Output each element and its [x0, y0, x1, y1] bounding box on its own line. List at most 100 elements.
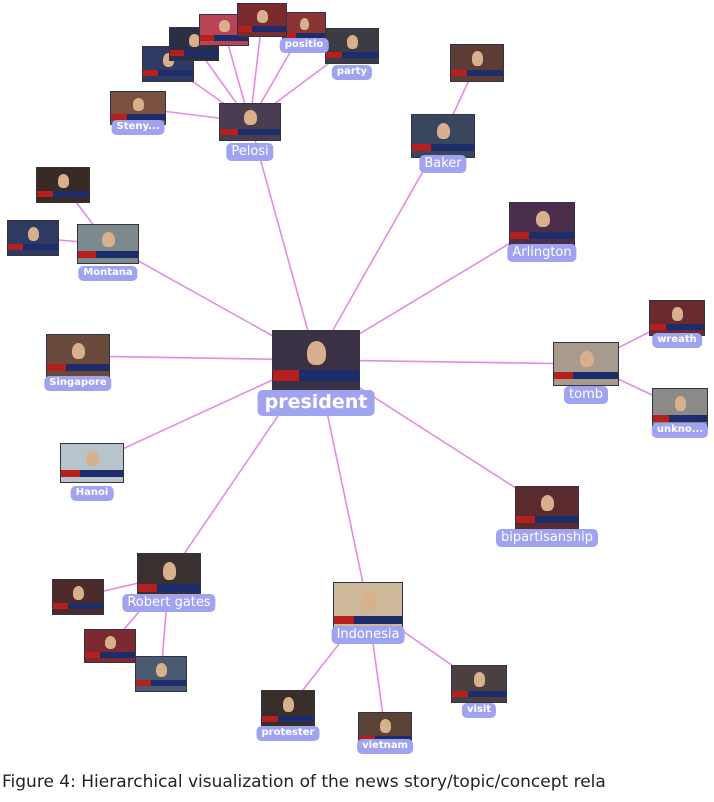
thumbnail-banner-accent [412, 143, 431, 152]
node-thumbnail-arlington[interactable] [509, 202, 575, 246]
thumbnail-figure [57, 174, 70, 188]
thumbnail-banner [283, 33, 325, 39]
node-label-tomb[interactable]: tomb [564, 386, 608, 405]
thumbnail-banner [170, 49, 218, 56]
node-thumbnail-party[interactable] [325, 28, 379, 64]
thumbnail-banner [653, 414, 707, 422]
thumbnail-banner [47, 363, 109, 372]
thumbnail-banner-accent [554, 371, 574, 380]
thumbnail-banner [510, 231, 574, 240]
thumbnail-banner [412, 143, 474, 152]
thumbnail-figure [132, 97, 145, 111]
node-label-protester[interactable]: protester [256, 726, 320, 741]
thumbnail-banner-accent [653, 414, 670, 422]
node-thumbnail-hanoi[interactable] [60, 443, 124, 483]
thumbnail-banner [53, 603, 103, 610]
edge-president-pelosi [249, 121, 317, 361]
thumbnail-figure [28, 227, 39, 241]
node-thumbnail-robert_gates[interactable] [137, 553, 201, 599]
thumbnail-banner [334, 615, 402, 625]
node-thumbnail-montana[interactable] [77, 224, 139, 264]
thumbnail-figure [436, 122, 451, 140]
thumbnail-banner-accent [510, 231, 530, 240]
thumbnail-figure [379, 719, 392, 733]
thumbnail-banner-accent [650, 324, 667, 331]
node-label-singapore[interactable]: Singapore [44, 376, 112, 391]
thumbnail-banner-accent [273, 370, 299, 381]
node-thumbnail-rg_c[interactable] [135, 656, 187, 692]
node-thumbnail-bipartisanship[interactable] [515, 486, 579, 530]
thumbnail-banner-accent [78, 250, 96, 258]
thumbnail-figure [156, 663, 167, 677]
node-thumbnail-protester[interactable] [261, 690, 315, 728]
node-thumbnail-baker[interactable] [411, 114, 475, 158]
node-thumbnail-rg_a[interactable] [52, 579, 104, 615]
thumbnail-banner-accent [200, 35, 215, 41]
node-label-hanoi[interactable]: Hanoi [70, 486, 114, 501]
node-thumbnail-pelosi_d[interactable] [237, 3, 287, 37]
node-thumbnail-president[interactable] [272, 330, 360, 390]
thumbnail-figure [189, 33, 200, 47]
thumbnail-banner [262, 715, 314, 722]
node-label-steny[interactable]: Steny... [111, 120, 165, 135]
node-label-wreath[interactable]: wreath [652, 333, 702, 348]
node-thumbnail-singapore[interactable] [46, 334, 110, 378]
node-thumbnail-baker_a[interactable] [450, 44, 504, 82]
thumbnail-banner-accent [262, 715, 278, 722]
node-label-party[interactable]: party [331, 65, 373, 80]
node-label-visit[interactable]: visit [461, 703, 497, 718]
thumbnail-figure [73, 586, 84, 600]
thumbnail-figure [219, 20, 230, 33]
thumbnail-figure [671, 307, 684, 321]
node-label-robert_gates[interactable]: Robert gates [122, 594, 216, 613]
node-label-indonesia[interactable]: Indonesia [331, 626, 405, 645]
edge-president-baker [315, 135, 444, 361]
thumbnail-banner [220, 128, 280, 135]
node-label-president[interactable]: president [257, 390, 375, 416]
node-thumbnail-rg_b[interactable] [84, 629, 136, 663]
node-label-position[interactable]: positio [279, 38, 329, 53]
node-thumbnail-montana_b[interactable] [7, 220, 59, 256]
thumbnail-banner-accent [111, 113, 128, 120]
node-label-vietnam[interactable]: vietnam [357, 739, 413, 754]
thumbnail-banner [138, 583, 200, 592]
thumbnail-figure [102, 231, 116, 248]
node-label-baker[interactable]: Baker [419, 155, 467, 174]
thumbnail-banner [78, 250, 138, 258]
thumbnail-banner-accent [452, 690, 469, 697]
thumbnail-banner-accent [47, 363, 66, 372]
node-label-arlington[interactable]: Arlington [507, 244, 577, 263]
thumbnail-banner [61, 469, 123, 477]
node-label-montana[interactable]: Montana [78, 266, 138, 281]
thumbnail-figure [307, 341, 327, 365]
node-label-pelosi[interactable]: Pelosi [226, 143, 274, 162]
figure-caption: Figure 4: Hierarchical visualization of … [2, 772, 606, 792]
edge-president-tomb [315, 359, 587, 365]
thumbnail-figure [85, 450, 100, 467]
thumbnail-banner-accent [61, 469, 80, 477]
node-thumbnail-tomb[interactable] [553, 342, 619, 386]
thumbnail-figure [471, 51, 484, 66]
node-thumbnail-montana_a[interactable] [36, 167, 90, 203]
node-thumbnail-wreath[interactable] [649, 300, 705, 336]
node-thumbnail-unkno[interactable] [652, 388, 708, 428]
node-thumbnail-pelosi[interactable] [219, 103, 281, 141]
node-label-bipartisanship[interactable]: bipartisanship [496, 529, 598, 548]
node-thumbnail-indonesia[interactable] [333, 582, 403, 632]
thumbnail-banner-accent [138, 583, 157, 592]
thumbnail-banner-accent [85, 651, 100, 658]
thumbnail-figure [299, 18, 310, 31]
thumbnail-banner [238, 25, 286, 32]
thumbnail-figure [257, 9, 268, 23]
node-thumbnail-visit[interactable] [451, 665, 507, 703]
thumbnail-banner-accent [143, 70, 158, 77]
thumbnail-banner-accent [283, 33, 296, 39]
thumbnail-banner [8, 244, 58, 251]
node-thumbnail-pelosi_a[interactable] [142, 46, 194, 82]
thumbnail-banner [326, 52, 378, 59]
thumbnail-banner-accent [37, 191, 53, 198]
thumbnail-figure [105, 635, 116, 649]
thumbnail-banner-accent [516, 515, 535, 524]
node-label-unkno[interactable]: unkno... [651, 423, 709, 438]
thumbnail-figure [71, 342, 86, 360]
